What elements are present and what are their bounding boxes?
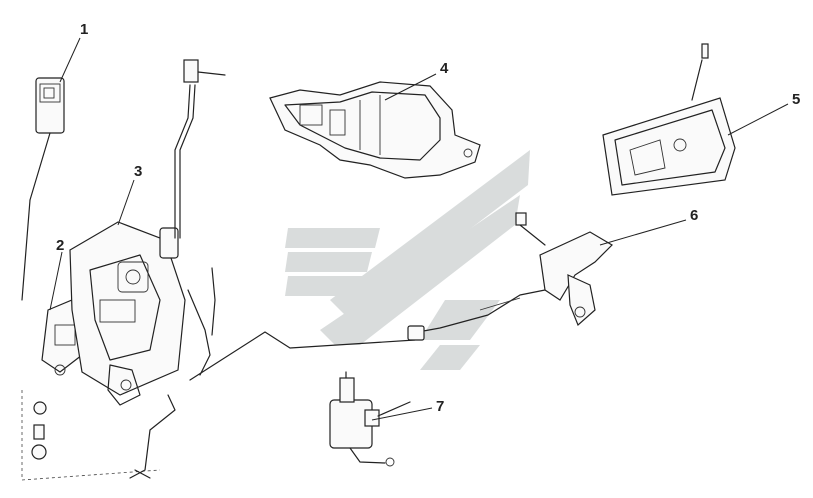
connecting-rods <box>129 331 416 479</box>
leader-lines <box>49 37 789 421</box>
part-6-inner-handle <box>407 212 613 341</box>
part-1-bracket <box>21 77 65 301</box>
part-4-handle-housing <box>269 81 481 179</box>
part-3-latch-assembly <box>69 59 226 406</box>
callout-5: 5 <box>792 91 800 108</box>
callout-6: 6 <box>690 207 698 224</box>
callout-3: 3 <box>134 163 142 180</box>
callout-labels: 1 2 3 4 5 6 7 <box>56 21 800 415</box>
callout-4: 4 <box>440 60 449 77</box>
callout-1: 1 <box>80 21 88 38</box>
callout-7: 7 <box>436 398 444 415</box>
watermark-logo <box>285 150 530 370</box>
part-7-actuator <box>329 371 411 467</box>
part-5-inner-bezel <box>602 43 736 196</box>
callout-2: 2 <box>56 237 64 254</box>
